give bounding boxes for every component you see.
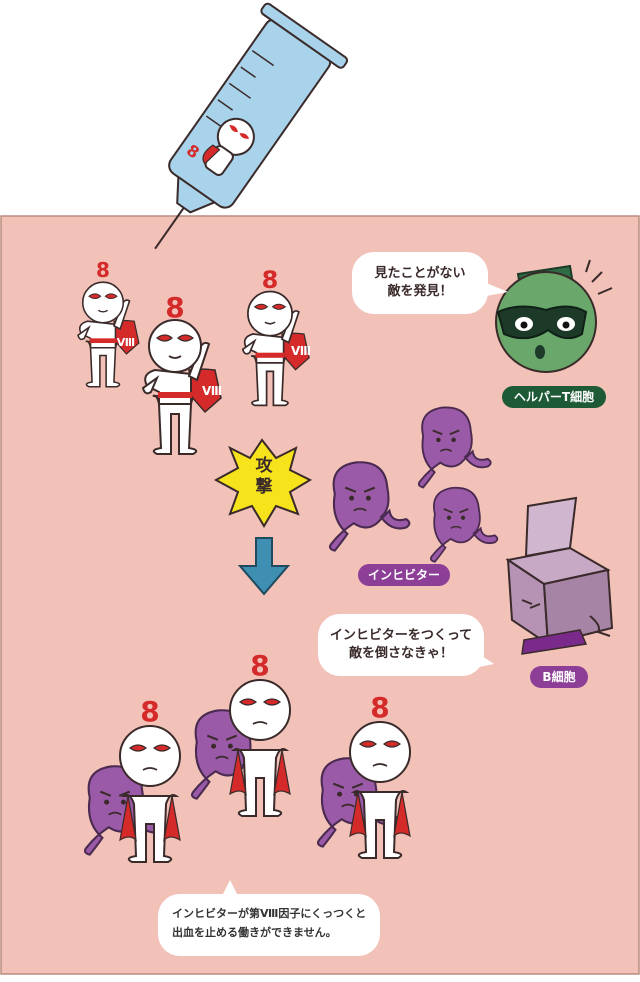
down-arrow-icon	[237, 537, 291, 596]
sad-hero-center-numeral: 8	[250, 649, 270, 682]
note-bubble-tail	[222, 880, 238, 896]
sad-hero-left-numeral: 8	[140, 695, 160, 728]
helper-bubble-tail	[484, 282, 508, 296]
helper-speech-line-1: 見たことがない	[374, 266, 466, 281]
attack-label-line-2: 撃	[255, 477, 273, 497]
hero-left-numeral: 8	[96, 258, 110, 282]
b-cell-icon	[505, 496, 614, 655]
hero-center-cape-mark: Ⅷ	[201, 384, 223, 398]
b-cell-speech-line-1: インヒビターをつくって	[329, 628, 473, 643]
attack-label: 攻 撃	[250, 456, 278, 498]
helper-t-cell-icon	[495, 259, 613, 373]
attack-burst-icon	[213, 438, 313, 528]
b-cell-speech-bubble: インヒビターをつくって 敵を倒さなきゃ！	[318, 614, 484, 676]
hero-center-numeral: 8	[165, 291, 185, 324]
helper-t-cell-label: ヘルパーT細胞	[502, 386, 606, 408]
explanation-line-1: インヒビターが第Ⅷ因子にくっつくと	[172, 907, 367, 920]
syringe-icon	[154, 2, 349, 250]
b-cell-speech-line-2: 敵を倒さなきゃ！	[348, 646, 453, 661]
sad-hero-right-numeral: 8	[370, 691, 390, 724]
attack-label-line-1: 攻	[255, 456, 273, 476]
explanation-line-2: 出血を止める働きができません。	[172, 926, 337, 939]
helper-speech-line-2: 敵を発見！	[387, 284, 453, 299]
explanation-note: インヒビターが第Ⅷ因子にくっつくと 出血を止める働きができません。	[158, 894, 380, 956]
hero-right-numeral: 8	[261, 266, 279, 294]
helper-speech-bubble: 見たことがない 敵を発見！	[352, 252, 488, 314]
hero-right-cape-mark: Ⅷ	[290, 344, 312, 358]
inhibitor-label: インヒビター	[358, 564, 450, 586]
hero-left-cape-mark: Ⅷ	[116, 336, 136, 349]
b-cell-label: B細胞	[530, 666, 588, 688]
